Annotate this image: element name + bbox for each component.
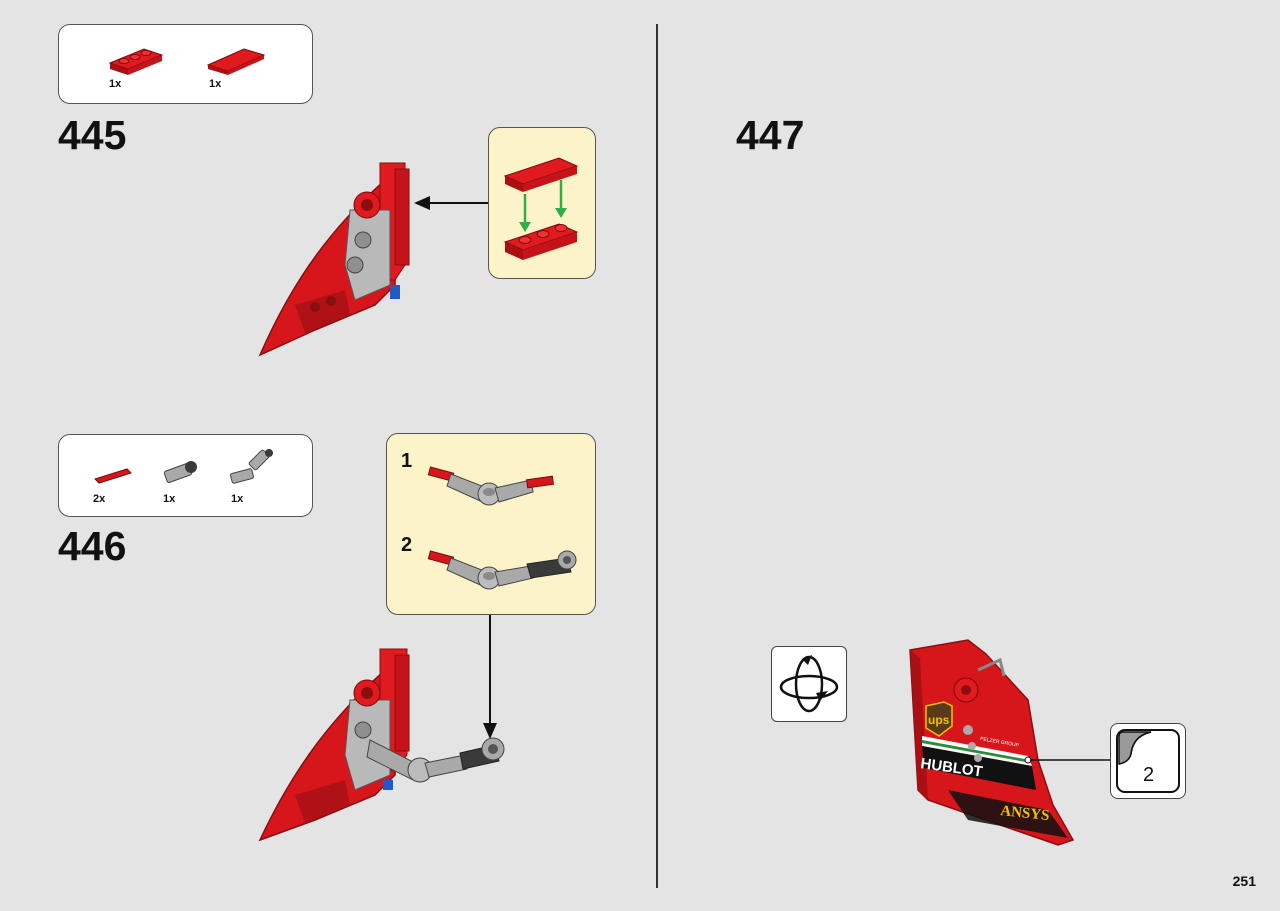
- part-qty: 2x: [93, 493, 106, 505]
- model-445: [258, 162, 410, 357]
- callout-446: 1 2: [386, 433, 596, 615]
- sticker-leader-line: [1024, 756, 1112, 764]
- red-plate-1x3-part: [108, 48, 164, 75]
- sticker-sheet-icon: 2: [1110, 723, 1186, 799]
- red-axle-pin-part: [94, 468, 132, 484]
- page-divider: [656, 24, 658, 888]
- gray-connector-part: [163, 461, 197, 484]
- substep-number: 2: [401, 534, 413, 556]
- part-qty: 1x: [209, 78, 222, 90]
- substep-2-assembly: [427, 550, 577, 590]
- step-number-447: 447: [736, 112, 805, 158]
- substep-number: 1: [401, 450, 413, 472]
- placement-arrow: [414, 196, 488, 210]
- sticker-number: 2: [1143, 764, 1155, 786]
- part-qty: 1x: [109, 78, 122, 90]
- page-number: 251: [1232, 873, 1256, 889]
- part-qty: 1x: [231, 493, 244, 505]
- red-tile-1x3-part: [206, 48, 266, 75]
- step-number-446: 446: [58, 523, 127, 569]
- decal-ups: ups: [928, 713, 950, 727]
- step-number-445: 445: [58, 112, 127, 158]
- parts-list-446: 2x 1x 1x: [58, 434, 313, 517]
- placement-arrow: [483, 615, 497, 739]
- rotate-model-icon: [771, 646, 847, 722]
- part-qty: 1x: [163, 493, 176, 505]
- substep-1-assembly: [427, 466, 554, 506]
- gray-angled-connector-part: [230, 449, 273, 484]
- model-446: [258, 648, 505, 842]
- callout-445: [488, 127, 596, 279]
- callout-assembly: [503, 157, 579, 260]
- model-447: ups PELZER GROUP HUBLOT ANSYS: [909, 639, 1075, 846]
- parts-list-445: 1x 1x: [58, 24, 313, 104]
- decal-ansys: ANSYS: [1000, 803, 1051, 824]
